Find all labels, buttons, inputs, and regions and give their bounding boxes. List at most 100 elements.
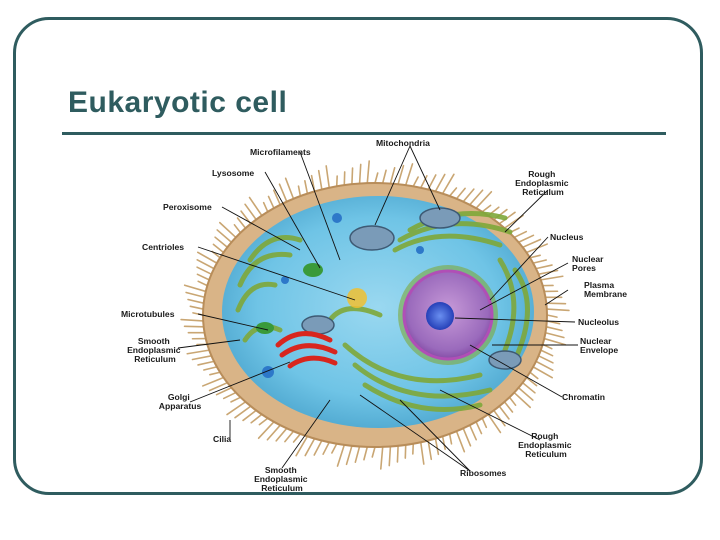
- cilium: [196, 251, 218, 264]
- cilium: [388, 445, 392, 467]
- label-golgi-apparatus: Golgi Apparatus: [159, 392, 202, 411]
- cilium: [481, 417, 488, 429]
- cilium: [455, 187, 466, 200]
- cilia-fringe: [180, 160, 570, 470]
- cilium: [304, 180, 309, 195]
- cilium: [202, 376, 225, 387]
- cilium: [427, 439, 433, 461]
- cilium: [517, 234, 535, 244]
- cilium: [345, 445, 353, 466]
- cilium: [513, 230, 528, 239]
- cilium: [468, 189, 484, 206]
- cilium: [186, 349, 210, 355]
- cilium: [266, 424, 282, 441]
- cilium: [189, 305, 204, 310]
- cilium: [462, 188, 475, 203]
- cilium: [448, 187, 458, 197]
- cilium: [267, 195, 275, 210]
- cilium: [441, 173, 455, 195]
- cilium: [529, 371, 539, 380]
- cilium: [351, 167, 354, 185]
- cilium: [493, 409, 506, 427]
- cilium: [215, 386, 233, 396]
- cilium: [222, 391, 237, 400]
- cilium: [434, 173, 446, 193]
- cilium: [396, 445, 399, 463]
- cilium: [191, 354, 213, 361]
- cilium: [262, 201, 269, 213]
- cilium: [216, 229, 233, 244]
- title-underline: [62, 132, 666, 135]
- cilium: [278, 183, 288, 203]
- cilium: [397, 164, 405, 185]
- label-plasma-membrane: Plasma Membrane: [584, 280, 627, 299]
- cilium: [233, 224, 242, 234]
- cilium: [537, 354, 554, 364]
- cilium: [218, 221, 237, 239]
- label-nuclear-pores: Nuclear Pores: [572, 254, 606, 273]
- diagram-labels: Microfilaments Mitochondria Lysosome Rou…: [121, 138, 627, 493]
- cilium: [236, 217, 247, 229]
- cilium: [313, 439, 323, 456]
- cilium: [295, 435, 309, 457]
- cilium: [532, 259, 547, 264]
- cilium: [475, 420, 483, 435]
- cilium: [521, 381, 536, 394]
- cilium: [230, 396, 242, 403]
- cilium: [196, 259, 215, 270]
- cilium: [275, 427, 288, 442]
- cilium: [212, 243, 225, 254]
- cilium: [540, 275, 564, 281]
- cilium: [358, 163, 362, 185]
- cilium: [545, 326, 563, 332]
- cilium: [371, 446, 376, 458]
- cilium: [381, 169, 387, 184]
- mitochondria-shapes: [301, 207, 522, 370]
- cilium: [441, 435, 446, 450]
- cilium: [521, 238, 542, 249]
- cilium: [197, 280, 209, 287]
- cilium: [242, 409, 257, 422]
- label-lysosome: Lysosome: [212, 168, 254, 178]
- cilium: [532, 366, 554, 379]
- label-microfilaments: Microfilaments: [250, 147, 311, 157]
- cilium: [419, 175, 428, 189]
- cilium: [546, 308, 570, 312]
- label-cilia: Cilia: [213, 434, 231, 444]
- cilium: [183, 284, 207, 293]
- cilium: [535, 264, 553, 270]
- cilium: [234, 405, 252, 419]
- cilium: [272, 189, 282, 206]
- cilium: [508, 396, 517, 406]
- label-rough-er-bottom: Rough Endoplasmic Reticulum: [518, 431, 574, 459]
- cilium: [389, 167, 396, 185]
- cilium: [292, 433, 302, 443]
- cilium: [487, 413, 502, 434]
- label-microtubules: Microtubules: [121, 309, 175, 319]
- cilium: [525, 376, 538, 387]
- cilium: [543, 337, 567, 346]
- label-rough-er-top: Rough Endoplasmic Reticulum: [515, 169, 571, 197]
- cilium: [284, 430, 295, 443]
- cilium: [284, 177, 295, 200]
- cilium: [498, 405, 510, 420]
- cilium: [250, 413, 263, 424]
- cilium: [336, 444, 346, 467]
- cilium: [379, 446, 384, 470]
- cilium: [209, 371, 221, 376]
- small-organelles: [256, 213, 424, 378]
- cilium: [546, 314, 558, 318]
- cilium: [183, 325, 205, 328]
- label-chromatin: Chromatin: [562, 392, 605, 402]
- cilium: [535, 360, 554, 371]
- golgi-shape: [275, 331, 338, 369]
- label-peroxisome: Peroxisome: [163, 202, 212, 212]
- cilium: [448, 433, 453, 445]
- cilium: [208, 381, 229, 392]
- cilium: [404, 163, 414, 186]
- cilium: [187, 298, 205, 304]
- cilium: [366, 160, 371, 184]
- cilium: [462, 427, 472, 447]
- cilium: [258, 417, 269, 426]
